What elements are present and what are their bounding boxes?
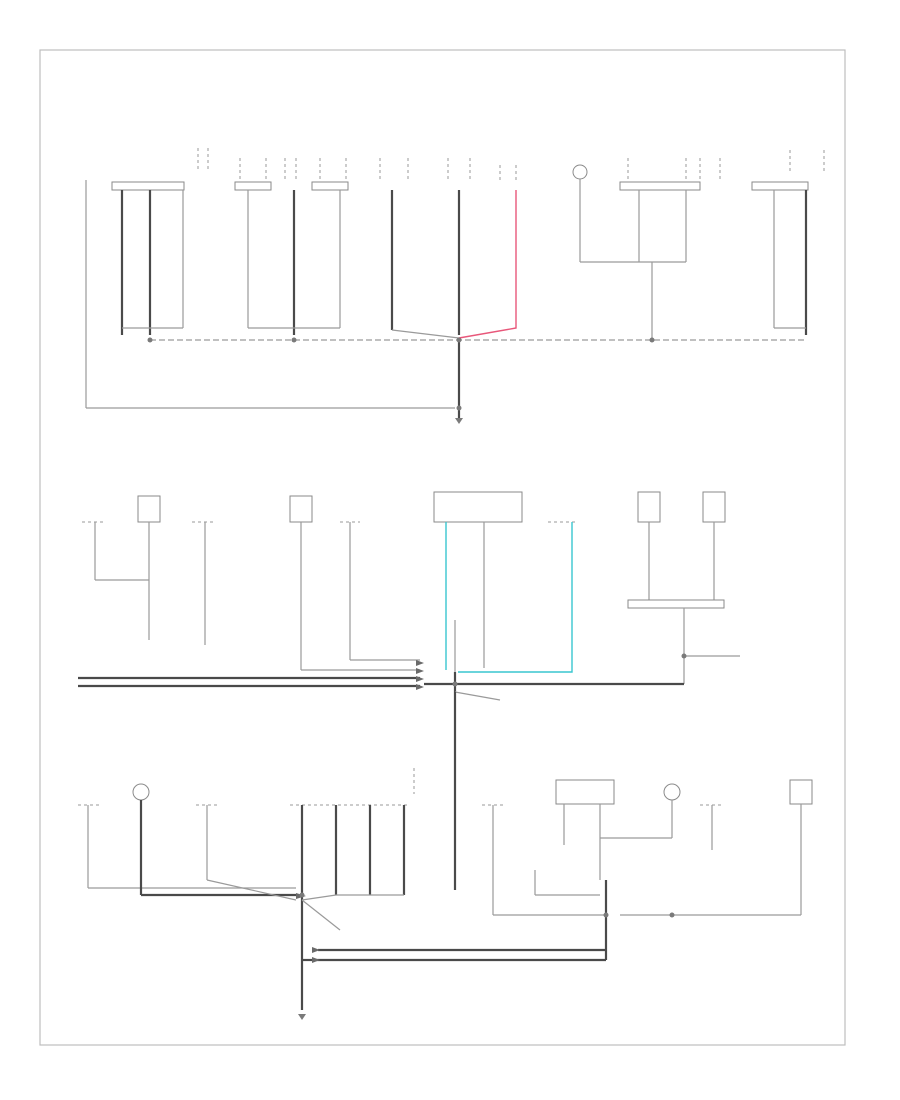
middle-splice-points [416,653,687,690]
bottom-splice-points [298,892,675,1020]
top-section [85,148,825,424]
highlighted-wire-cyan-right [458,522,573,673]
middle-section [78,491,740,890]
lamp-icon [572,164,588,188]
top-wires [85,180,808,418]
diagram-frame [39,49,846,1046]
ground-terminal-icon [455,418,463,424]
top-splice-points [147,337,655,424]
bottom-connector-stubs [78,768,722,806]
bottom-wires [87,800,802,1010]
bottom-section [78,768,813,1020]
bottom-connector-boxes [555,779,813,805]
middle-wires [78,522,740,701]
highlighted-wire-pink [458,190,517,339]
middle-connector-boxes [137,491,726,523]
top-connector-boxes [111,181,809,191]
top-component-stubs [197,148,825,180]
ground-terminal-bottom-icon [298,1014,306,1020]
